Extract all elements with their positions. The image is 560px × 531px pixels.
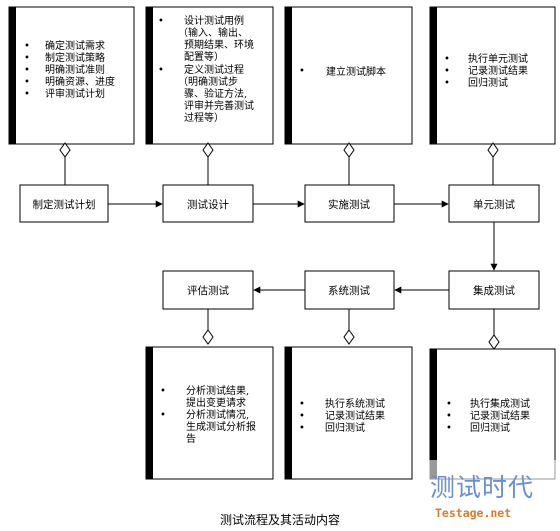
bullet: •: [444, 54, 450, 65]
bottom-note-connectors: [202, 309, 500, 350]
bullet: •: [24, 77, 30, 88]
note-line: 预期结果、环境: [184, 38, 254, 51]
note-line: 建立测试脚本: [326, 65, 386, 78]
note-line: 评审并完善测试: [184, 99, 254, 112]
note-line: 明确资源、进度: [45, 75, 115, 88]
bullet: •: [24, 53, 30, 64]
step-integration-test: 集成测试: [448, 270, 540, 310]
step-label: 单元测试: [473, 198, 515, 211]
note-line: 记录测试结果: [470, 409, 530, 422]
note-line: 执行集成测试: [470, 397, 530, 410]
watermark-sub-text: Testage.net: [435, 506, 511, 520]
note-line: 骤、验证方法,: [184, 87, 247, 100]
note-line: 确定测试需求: [45, 39, 105, 52]
step-design: 测试设计: [162, 184, 254, 223]
step-label: 系统测试: [328, 284, 370, 297]
step-planning: 制定测试计划: [19, 184, 109, 223]
note-line: 配置等）: [184, 50, 224, 63]
note-line: 过程等）: [184, 111, 224, 124]
note-line: 记录测试结果: [325, 409, 385, 422]
note-line: 记录测试结果: [468, 64, 528, 77]
note-line: 设计测试用例: [184, 14, 244, 27]
bullet: •: [24, 41, 30, 52]
note-line: 执行单元测试: [468, 52, 528, 65]
note-line: 分析测试情况,: [186, 408, 249, 421]
design-activities-note: • • 设计测试用例 （输入、输出、 预期结果、环境 配置等） 定义测试过程 （…: [145, 6, 274, 145]
note-line: 评审测试计划: [45, 87, 105, 100]
bullet: •: [158, 16, 164, 27]
note-line: 回归测试: [470, 421, 510, 434]
step-label: 测试设计: [187, 198, 229, 211]
note-line: 执行系统测试: [325, 397, 385, 410]
note-line: 提出变更请求: [186, 396, 246, 409]
watermark-logo: 测试时代 Testage.net: [424, 460, 556, 522]
note-line: 生成测试分析报: [186, 420, 256, 433]
implementation-activities-note: • 建立测试脚本: [284, 6, 413, 145]
note-line: 回归测试: [325, 421, 365, 434]
step-evaluation: 评估测试: [162, 270, 254, 310]
bullet: •: [299, 66, 305, 77]
bullet: •: [299, 411, 305, 422]
bullet: •: [299, 423, 305, 434]
note-line: （明确测试步: [178, 75, 238, 88]
bullet: •: [160, 386, 166, 397]
step-implementation: 实施测试: [304, 184, 395, 223]
note-line: 明确测试准则: [45, 63, 105, 76]
flow-arrows: [108, 200, 498, 294]
bullet: •: [444, 66, 450, 77]
bullet: •: [446, 399, 452, 410]
bullet: •: [158, 65, 164, 76]
bullet: •: [299, 399, 305, 410]
bullet: •: [24, 65, 30, 76]
unit-test-activities-note: • • • 执行单元测试 记录测试结果 回归测试: [429, 6, 556, 145]
bullet: •: [444, 78, 450, 89]
bullet: •: [446, 411, 452, 422]
step-system-test: 系统测试: [304, 270, 395, 310]
planning-activities-note: • • • • • 确定测试需求 制定测试策略 明确测试准则 明确资源、进度 评…: [8, 6, 135, 145]
step-label: 集成测试: [473, 284, 515, 297]
step-label: 制定测试计划: [33, 198, 96, 211]
top-note-connectors: [59, 142, 499, 185]
step-label: 评估测试: [187, 284, 229, 297]
bullet: •: [24, 89, 30, 100]
note-line: 告: [186, 432, 196, 445]
figure-caption: 测试流程及其活动内容: [220, 512, 340, 527]
note-line: 分析测试结果,: [186, 384, 249, 397]
system-test-activities-note: • • • 执行系统测试 记录测试结果 回归测试: [284, 346, 413, 480]
note-line: 定义测试过程: [184, 63, 244, 76]
note-line: （输入、输出、: [178, 26, 248, 39]
note-line: 回归测试: [468, 76, 508, 89]
note-line: 制定测试策略: [45, 51, 105, 64]
watermark-main-text: 测试时代: [430, 473, 534, 502]
bullet: •: [446, 423, 452, 434]
step-unit-test: 单元测试: [448, 184, 540, 223]
evaluation-activities-note: • • 分析测试结果, 提出变更请求 分析测试情况, 生成测试分析报 告: [145, 346, 274, 480]
step-label: 实施测试: [328, 198, 370, 211]
bullet: •: [160, 410, 166, 421]
integration-test-activities-note: • • • 执行集成测试 记录测试结果 回归测试: [429, 348, 556, 480]
